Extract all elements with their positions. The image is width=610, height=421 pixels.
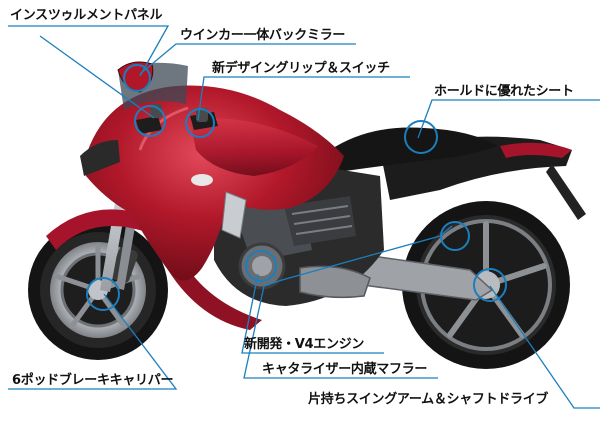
headlight [80,140,120,176]
callout-ring-grip [185,108,215,138]
callout-ring-seat [404,120,438,154]
callout-ring-shaft [473,268,507,302]
callout-line-mirror [139,43,356,75]
callout-ring-engine [245,250,277,282]
callout-ring-caliper [86,277,120,311]
callout-line-seat [417,99,600,139]
label-caliper: 6ポッドブレーキキャリパー [12,373,174,388]
front-fender [46,209,150,250]
callout-line-engine [241,273,384,354]
front-wheel [28,220,168,360]
callout-line-grip [197,76,410,121]
label-hold-seat: ホールドに優れたシート [434,84,574,99]
callout-ring-instrument [134,105,166,137]
handlebar [136,104,218,134]
callout-ring-muffler [440,221,470,251]
label-instrument-panel: インスツゥルメントパネル [10,8,163,23]
callout-line-caliper [8,293,178,390]
callout-ring-mirror [123,64,151,92]
label-engine: 新開発・V4エンジン [244,337,365,352]
label-winker-mirror: ウインカー一体バックミラー [180,28,346,43]
callout-rings [86,64,507,311]
callout-line-shaft [489,285,600,409]
label-grip-switch: 新デザイングリップ＆スイッチ [212,61,390,76]
seat [330,127,498,172]
label-muffler: キャタライザー内蔵マフラー [262,362,428,377]
callout-line-instrument [8,25,170,77]
callout-line-instrument-2 [39,35,155,119]
label-shaft-drive: 片持ちスイングアーム＆シャフトドライブ [308,392,549,407]
